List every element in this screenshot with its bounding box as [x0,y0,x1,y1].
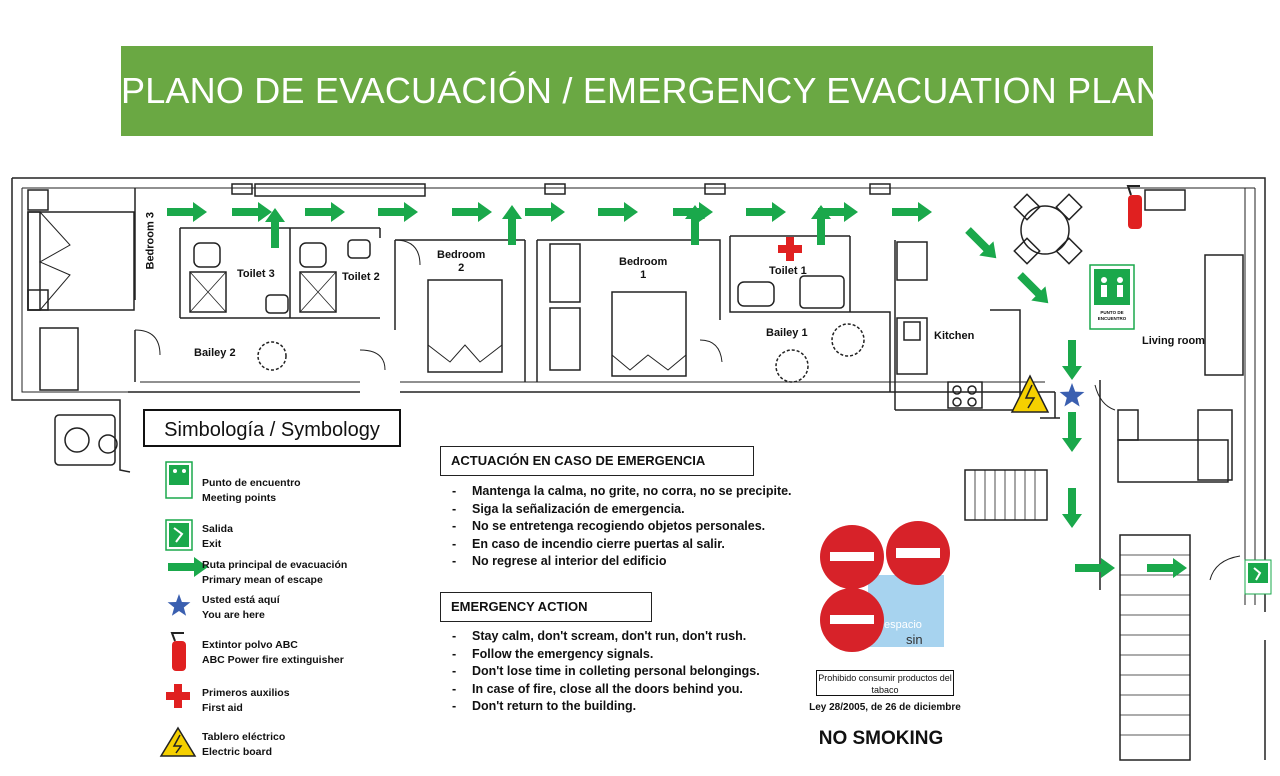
prohibido-notice: Prohibido consumir productos del tabaco [816,670,954,696]
no-smoking-signs [820,521,950,652]
legend-es-text: Tablero eléctrico [202,731,286,743]
evacuation-arrow [452,202,492,222]
fire-extinguisher-icon [1126,185,1142,229]
law-reference: Ley 28/2005, de 26 de diciembre [809,702,961,713]
room-label-bedroom-1: Bedroom 1 [619,256,667,282]
list-item: Follow the emergency signals. [452,646,760,664]
list-item: En caso de incendio cierre puertas al sa… [452,536,792,554]
list-item: Don't return to the building. [452,698,760,716]
evacuation-arrow [685,205,705,245]
legend-en-text: You are here [202,609,265,621]
legend-item-extinguisher: Extintor polvo ABC ABC Power fire extingu… [160,636,400,670]
evacuation-arrow [1062,488,1082,528]
actuacion-title: ACTUACIÓN EN CASO DE EMERGENCIA [440,446,754,476]
room-label-bailey-2: Bailey 2 [194,347,236,359]
emergency-title: EMERGENCY ACTION [440,592,652,622]
evacuation-arrow [1017,272,1049,304]
legend-es-text: Punto de encuentro [202,477,301,489]
evacuation-arrow [1147,558,1187,578]
first-aid-icon [778,237,802,261]
evacuation-route [167,202,1187,578]
room-label-toilet-3: Toilet 3 [237,268,275,280]
bedroom-2-number: 2 [458,262,465,274]
legend-en-text: ABC Power fire extinguisher [202,654,344,666]
evacuation-arrow [818,202,858,222]
symbology-title: Simbología / Symbology [143,409,401,447]
bedroom-1-word: Bedroom [619,256,668,268]
legend-en-text: Meeting points [202,492,277,504]
actuacion-list: Mantenga la calma, no grite, no corra, n… [452,483,792,571]
sin-text: sin [906,632,923,647]
room-label-living-room: Living room [1142,335,1205,347]
list-item: In case of fire, close all the doors beh… [452,681,760,699]
list-item: Don't lose time in colleting personal be… [452,663,760,681]
legend-icons [159,461,197,757]
evacuation-arrow [1075,558,1115,578]
evacuation-arrow [1062,340,1082,380]
room-label-bailey-1: Bailey 1 [766,327,808,339]
meeting-point-icon [1089,264,1135,330]
evacuation-arrow [265,208,285,248]
exit-icon [1244,559,1272,595]
evacuation-arrow [746,202,786,222]
room-label-toilet-1: Toilet 1 [769,265,807,277]
list-item: Mantenga la calma, no grite, no corra, n… [452,483,792,501]
list-item: No regrese al interior del edificio [452,553,792,571]
list-item: Stay calm, don't scream, don't run, don'… [452,628,760,646]
legend-es-text: Salida [202,523,233,535]
evacuation-arrow [965,227,997,259]
list-item: Siga la señalización de emergencia. [452,501,792,519]
evacuation-arrow [378,202,418,222]
meeting-sign-text: PUNTO DE ENCUENTRO [1097,310,1127,321]
legend-en-text: First aid [202,702,243,714]
legend-en-text: Primary mean of escape [202,574,323,586]
legend-en-text: Electric board [202,746,273,758]
bedroom-2-word: Bedroom [437,249,486,261]
evacuation-arrow [598,202,638,222]
evacuation-arrow [167,202,207,222]
legend-en-text: Exit [202,538,222,550]
legend-es-text: Usted está aquí [202,594,280,606]
evacuation-arrow [1062,412,1082,452]
no-smoking-label: NO SMOKING [818,728,944,749]
emergency-list: Stay calm, don't scream, don't run, don'… [452,628,760,716]
room-label-bedroom-3: Bedroom 3 [144,212,157,270]
evacuation-arrow [892,202,932,222]
evacuation-arrow [232,202,272,222]
evacuation-arrow [525,202,565,222]
you-are-here-star [1059,383,1085,407]
evacuation-arrow [811,205,831,245]
electric-board-icon [1010,374,1050,413]
evacuation-arrow [502,205,522,245]
evacuation-arrow [305,202,345,222]
evacuation-arrow [168,557,208,577]
room-label-bedroom-2: Bedroom 2 [437,249,485,275]
espacio-text: espacio [884,619,922,631]
list-item: No se entretenga recogiendo objetos pers… [452,518,792,536]
room-label-kitchen: Kitchen [934,330,975,342]
plan-title: PLANO DE EVACUACIÓN / EMERGENCY EVACUATI… [121,46,1162,136]
legend-es-text: Primeros auxilios [202,687,290,699]
legend-es-text: Ruta principal de evacuación [202,559,348,571]
walls [11,177,1266,761]
legend-es-text: Extintor polvo ABC [202,639,298,651]
room-label-toilet-2: Toilet 2 [342,271,380,283]
bedroom-1-number: 1 [640,269,647,281]
